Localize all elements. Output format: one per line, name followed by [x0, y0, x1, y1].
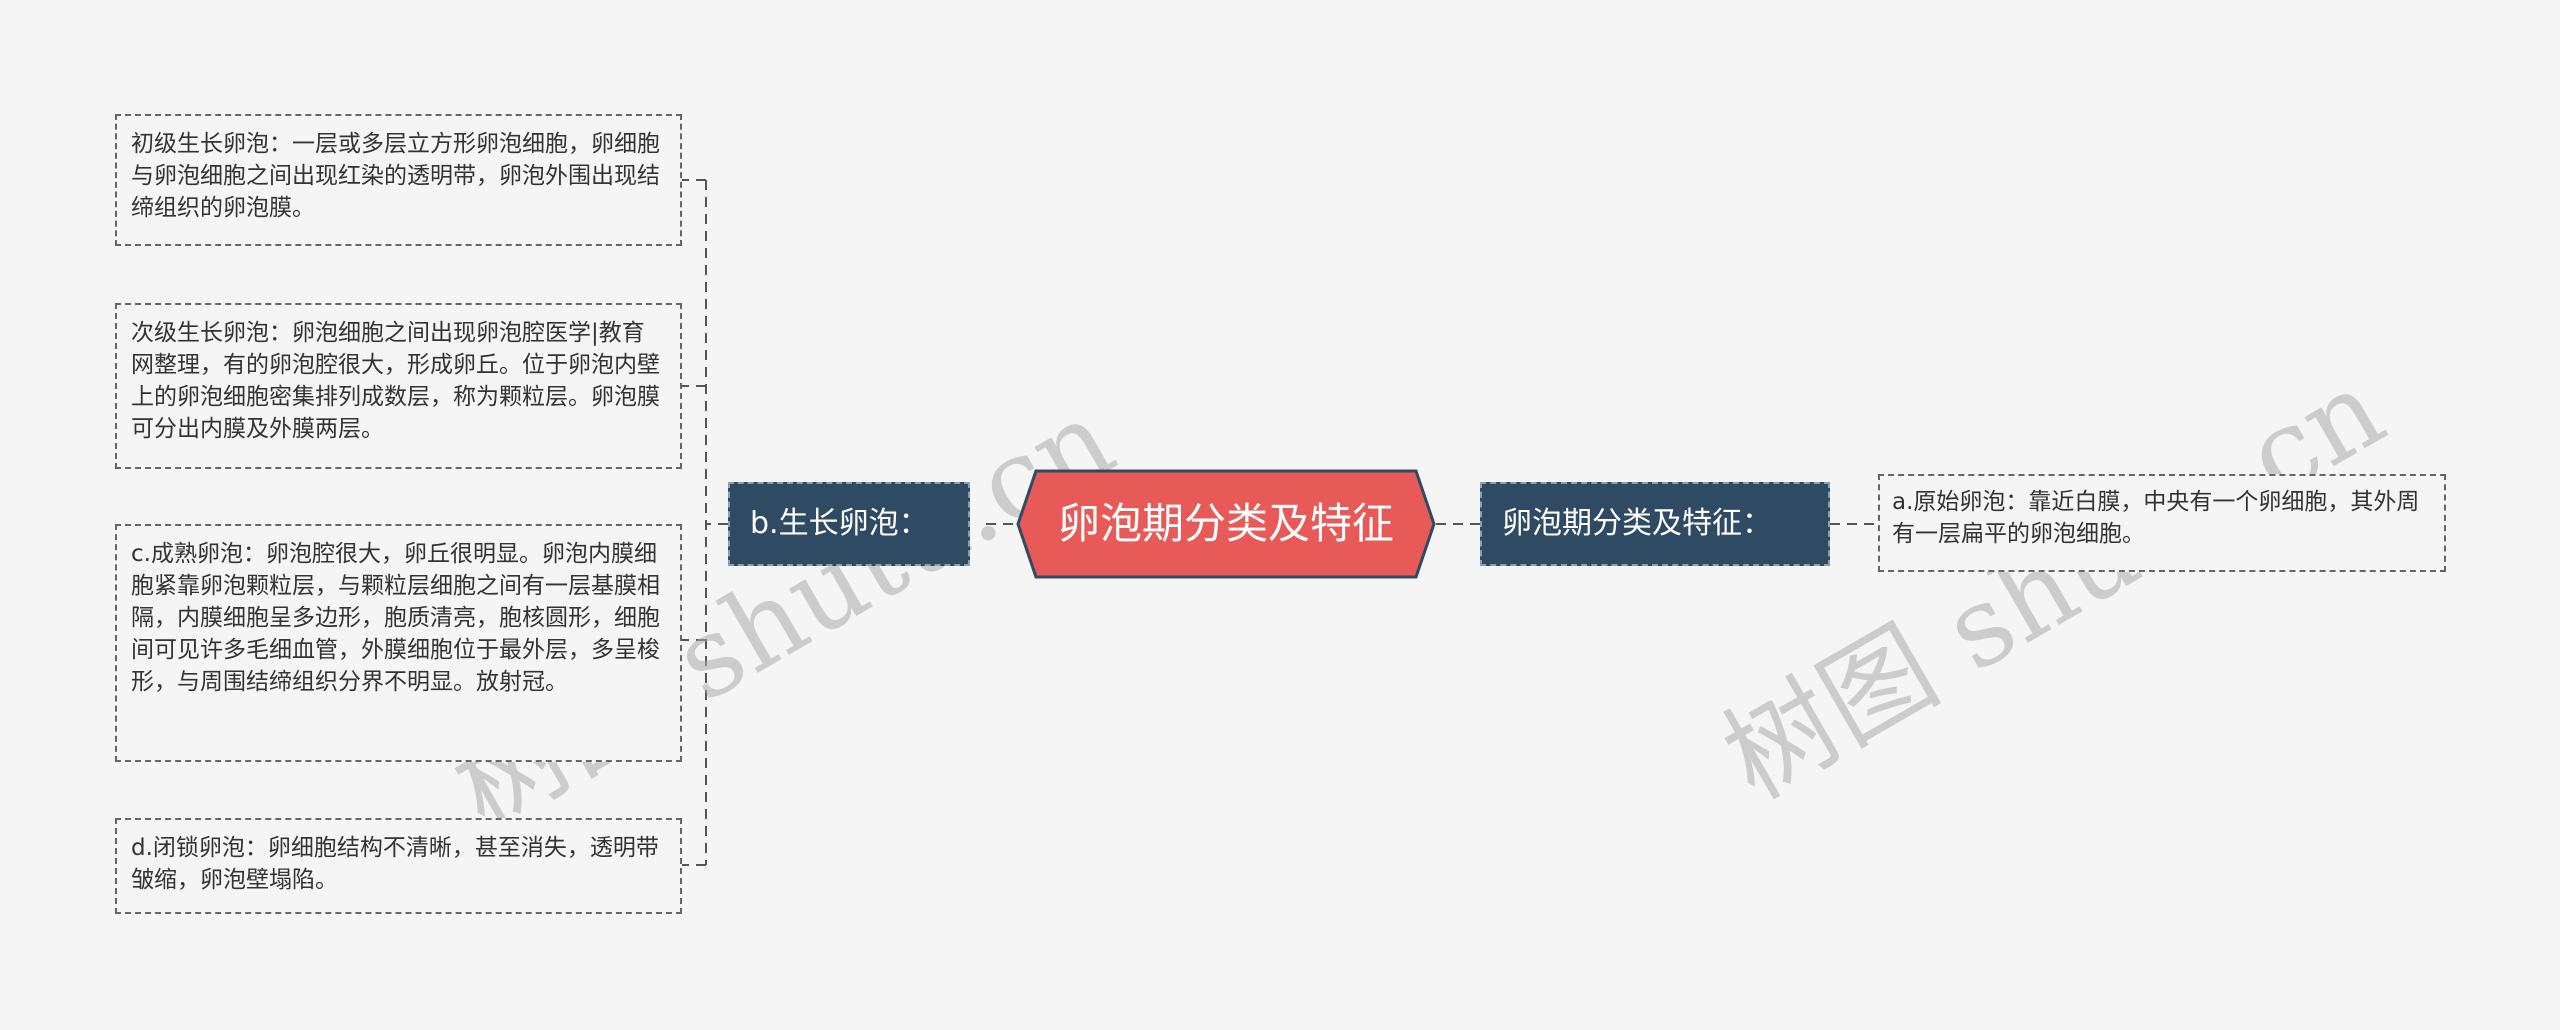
- root-label: 卵泡期分类及特征: [1057, 499, 1394, 548]
- branch-growing-follicle[interactable]: b.生长卵泡：: [728, 482, 970, 566]
- root-shape: [1016, 469, 1436, 579]
- leaf-primordial-follicle[interactable]: a.原始卵泡：靠近白膜，中央有一个卵细胞，其外周有一层扁平的卵泡细胞。: [1878, 474, 2446, 572]
- leaf-secondary-growing-follicle[interactable]: 次级生长卵泡：卵泡细胞之间出现卵泡腔医学|教育网整理，有的卵泡腔很大，形成卵丘。…: [115, 303, 682, 469]
- leaf-atretic-follicle[interactable]: d.闭锁卵泡：卵细胞结构不清晰，甚至消失，透明带皱缩，卵泡壁塌陷。: [115, 818, 682, 914]
- leaf-primary-growing-follicle[interactable]: 初级生长卵泡：一层或多层立方形卵泡细胞，卵细胞与卵泡细胞之间出现红染的透明带，卵…: [115, 114, 682, 246]
- root-node[interactable]: 卵泡期分类及特征: [1016, 469, 1436, 579]
- leaf-mature-follicle[interactable]: c.成熟卵泡：卵泡腔很大，卵丘很明显。卵泡内膜细胞紧靠卵泡颗粒层，与颗粒层细胞之…: [115, 524, 682, 762]
- branch-follicle-classification[interactable]: 卵泡期分类及特征：: [1480, 482, 1830, 566]
